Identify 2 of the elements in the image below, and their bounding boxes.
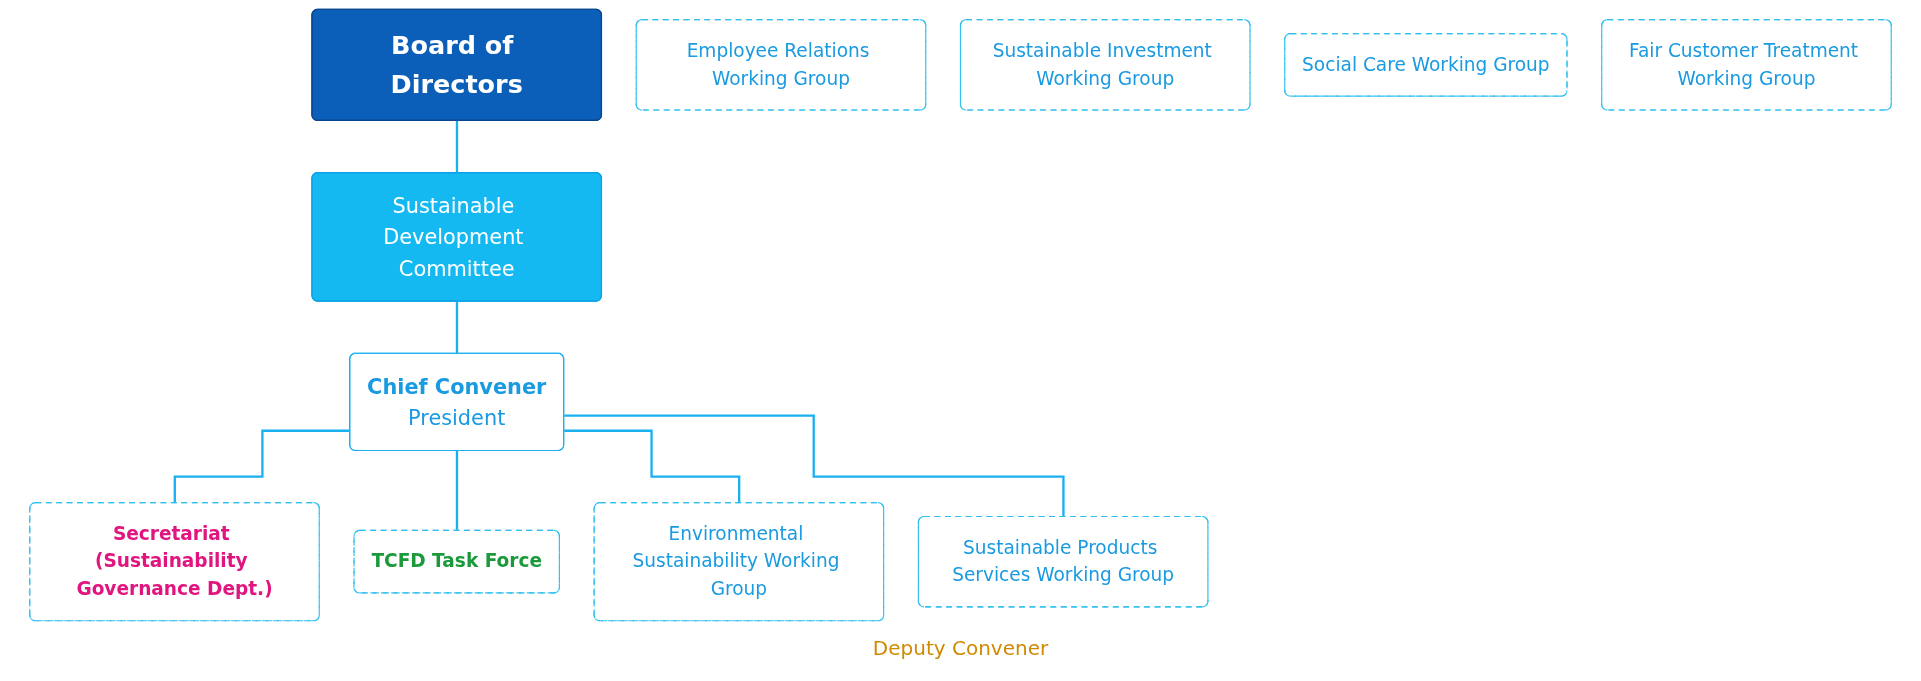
connector — [455, 300, 459, 355]
group-heading: Deputy Convener — [872, 636, 1049, 660]
